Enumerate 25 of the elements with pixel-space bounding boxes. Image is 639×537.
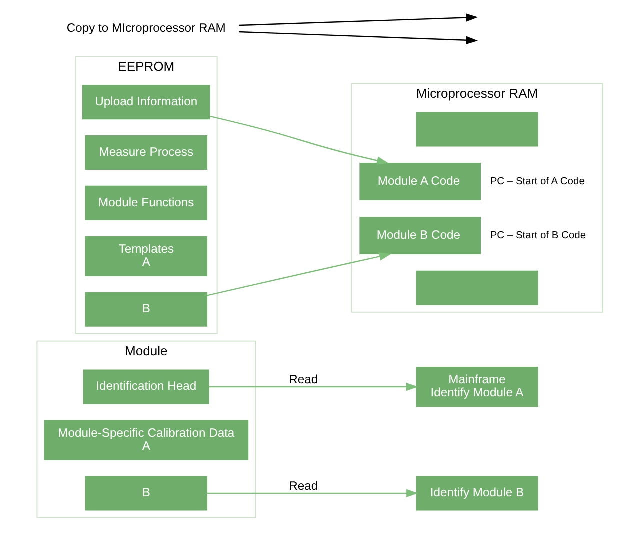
arrow [206,489,418,498]
node-box: Module-Specific Calibration Data A [44,420,248,460]
node-box: Mainframe Identify Module A [416,366,538,408]
node-label: PC – Start of B Code [490,230,586,242]
node-box: B [84,292,208,327]
node-box: Module B Code [359,217,480,254]
node-box: Identify Module B [416,476,538,511]
arrow [238,31,478,45]
node-box: B [84,476,208,511]
node-box: Module A Code [359,163,480,200]
node-box: Module Functions [84,186,208,220]
node-box [416,112,538,147]
node-box [416,270,538,306]
node-box: Identification Head [82,370,209,404]
node-box: Upload Information [82,85,210,120]
node-label: PC – Start of A Code [490,176,584,188]
node-text: Copy to MIcroprocessor RAM [66,20,226,35]
arrow [238,14,478,26]
node-box: Templates A [84,236,208,276]
edge-label: Read [288,479,318,494]
edge-label: Read [288,372,318,387]
arrow [206,252,391,296]
arrow [210,116,388,165]
arrow [208,382,418,392]
node-box: Measure Process [84,136,208,170]
